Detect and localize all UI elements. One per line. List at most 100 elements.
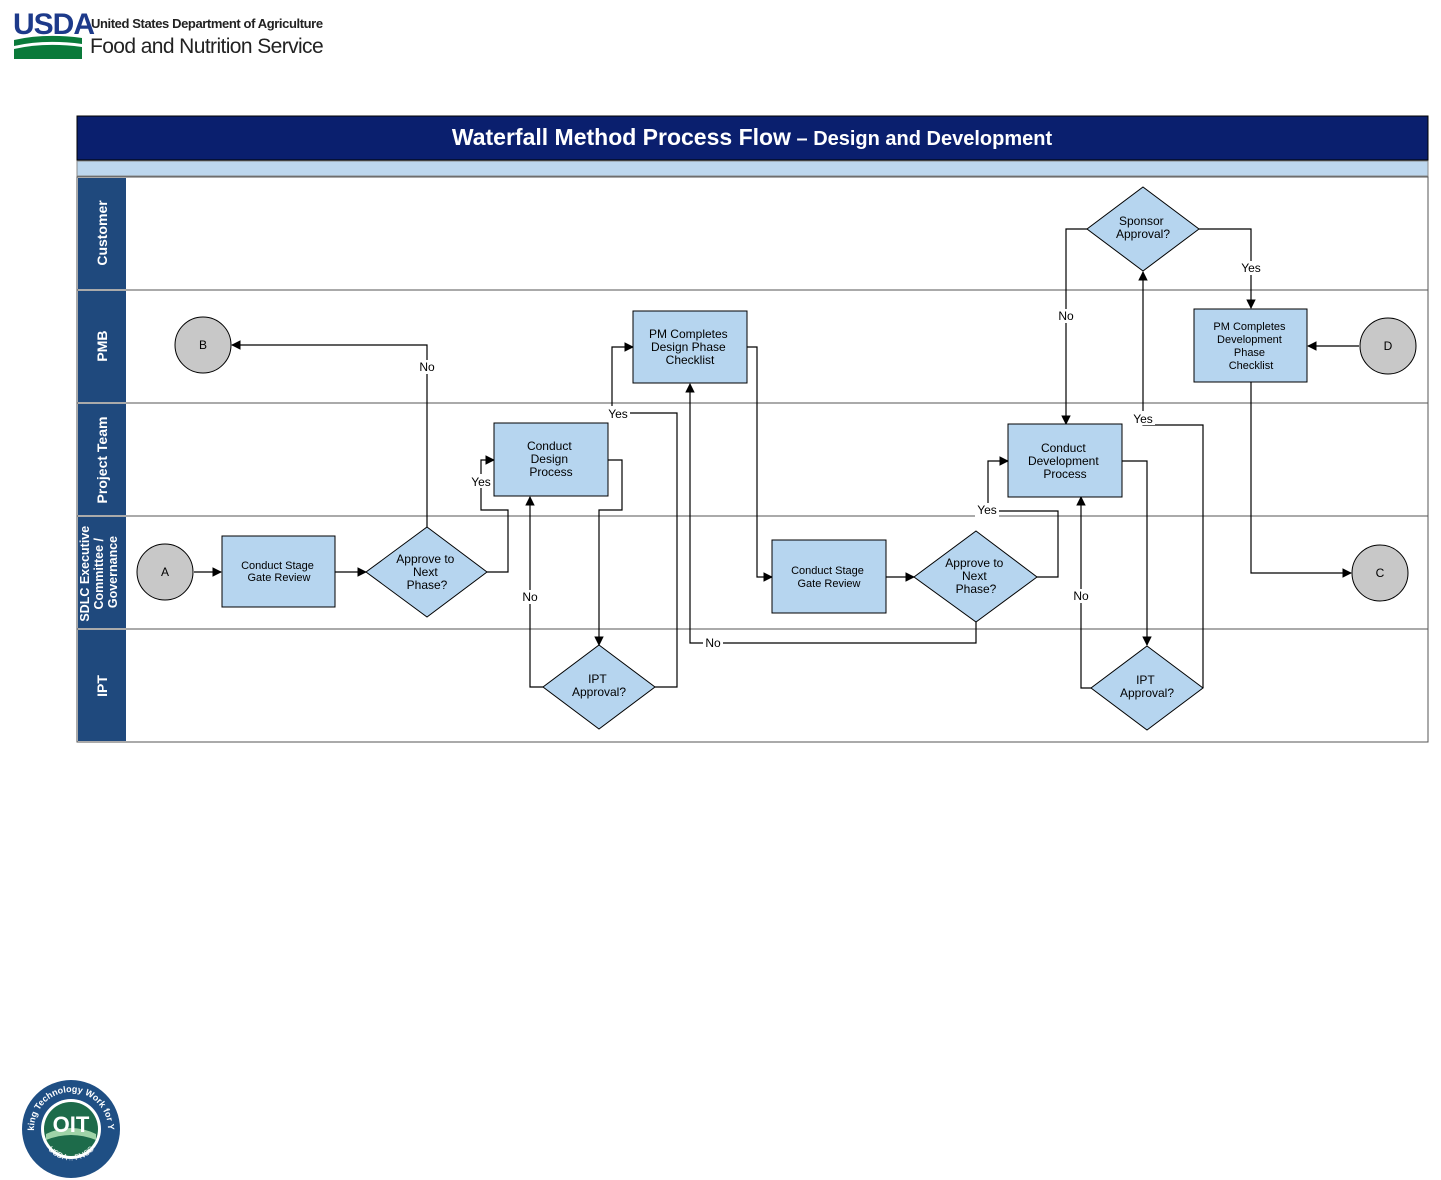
label-line: Design [531,452,568,466]
edge-label-ipt1-no: No [522,590,538,604]
lane-header-sdlc [78,517,126,628]
label-line: Conduct [1041,441,1086,455]
node-sponsor-approval [1086,186,1200,272]
label-line: Approval? [1116,227,1170,241]
lane-header-customer [78,178,126,289]
node-conduct-stage-gate-2 [771,539,887,614]
label-line: Gate Review [248,572,311,584]
edge-label-approve2-yes: Yes [977,503,997,517]
label-line: Checklist [1229,360,1274,372]
node-conduct-design [493,422,609,497]
edge-ipt2-no-to-development [1076,496,1091,689]
label-conduct-design: Conduct Design Process [527,439,575,479]
edge-label-bg [1071,589,1091,603]
connector-a [136,543,194,601]
label-sponsor-approval: Sponsor Approval? [1116,214,1170,241]
edge-sponsor-yes-to-dev-checklist [1199,228,1256,309]
label-line: Design Phase [651,340,726,354]
edge-label-bg [975,503,999,517]
edge-development-to-ipt2 [1122,460,1152,646]
edge-label-approve1-no: No [419,360,435,374]
lane-header-pmb [78,291,126,402]
edge-approve1-yes-to-design [480,455,509,573]
service-name: Food and Nutrition Service [90,35,323,58]
department-name: United States Department of Agriculture [91,16,323,31]
node-approve-next-1 [365,526,488,618]
label-line: Development [1217,334,1282,346]
label-ipt-approval-2: IPT Approval? [1120,673,1174,700]
lane-label-pmb: PMB [94,330,110,361]
lane-label-sdlc-line: SDLC Executive [78,526,92,622]
edge-label-ipt1-yes: Yes [608,407,628,421]
label-line: PM Completes [649,327,728,341]
connector-d-label: D [1384,339,1393,353]
label-conduct-stage-gate-2: Conduct Stage Gate Review [791,565,867,590]
edge-label-bg [703,636,723,650]
lane-header-ipt [78,630,126,741]
label-conduct-development: Conduct Development Process [1028,441,1102,481]
node-ipt-approval-2 [1090,645,1204,731]
label-line: Approval? [572,685,626,699]
label-ipt-approval-1: IPT Approval? [572,672,626,699]
label-approve-next-1: Approve to Next Phase? [396,552,457,592]
label-line: IPT [1136,673,1155,687]
edge-label-ipt2-yes: Yes [1133,412,1153,426]
label-line: Process [1043,467,1086,481]
lanes-frame [76,176,1429,743]
label-line: Phase [1234,347,1265,359]
node-ipt-approval-1 [542,644,656,730]
connector-c-label: C [1376,566,1385,580]
edge-label-approve1-yes: Yes [471,475,491,489]
edge-label-sponsor-yes: Yes [1241,261,1261,275]
edge-label-bg [417,360,437,374]
node-approve-next-2 [913,530,1038,623]
process-flow-diagram: Waterfall Method Process Flow – Design a… [76,115,1429,743]
edge-label-ipt2-no: No [1073,589,1089,603]
connector-b [174,316,232,374]
title-bar [76,115,1429,161]
label-line: Development [1028,454,1099,468]
label-line: Sponsor [1119,214,1164,228]
edge-design-to-ipt1 [594,459,623,646]
node-conduct-stage-gate-1 [221,535,336,608]
lane-label-customer: Customer [94,200,110,266]
edge-ipt2-yes-to-sponsor [1138,271,1204,688]
label-line: Next [962,569,987,583]
node-conduct-development [1007,423,1123,498]
label-line: Conduct Stage [791,565,864,577]
edge-checklist-to-gate2 [747,346,773,582]
connector-c [1351,544,1409,602]
lane-label-sdlc: SDLC Executive Committee / Governance [78,522,120,621]
edge-label-bg [1056,309,1076,323]
label-line: Gate Review [798,578,861,590]
edge-approve2-no-to-checklist [685,383,977,644]
node-pm-design-checklist [632,310,748,384]
title-sub: – Design and Development [791,128,1053,150]
label-line: Conduct Stage [241,560,314,572]
usda-field-graphic [14,35,82,59]
label-line: Approval? [1120,686,1174,700]
lane-header-project-team [78,404,126,515]
edge-approve2-yes-to-development [987,456,1059,578]
edge-label-sponsor-no: No [1058,309,1074,323]
node-pm-dev-checklist [1193,308,1308,383]
label-line: Checklist [666,353,715,367]
seal-swoosh [46,1128,96,1140]
edge-label-bg [1131,411,1155,425]
edge-ipt1-yes-to-checklist [611,342,678,688]
header-band [76,160,1429,177]
seal-center-text: OIT [53,1112,90,1137]
label-line: IPT [588,672,607,686]
connector-d [1359,317,1417,375]
edge-label-bg [1239,261,1263,275]
label-line: Next [413,565,438,579]
edge-label-approve2-no: No [705,636,721,650]
label-line: Process [529,465,572,479]
edge-label-bg [606,406,630,420]
diagram-title: Waterfall Method Process Flow – Design a… [452,124,1053,150]
label-conduct-stage-gate-1: Conduct Stage Gate Review [241,560,317,584]
label-line: Conduct [527,439,572,453]
lane-label-sdlc-line: Committee / [92,537,106,609]
usda-fns-logo: USDA United States Department of Agricul… [13,8,324,59]
oit-seal: OIT Making Technology Work for You! USDA… [20,1078,120,1178]
